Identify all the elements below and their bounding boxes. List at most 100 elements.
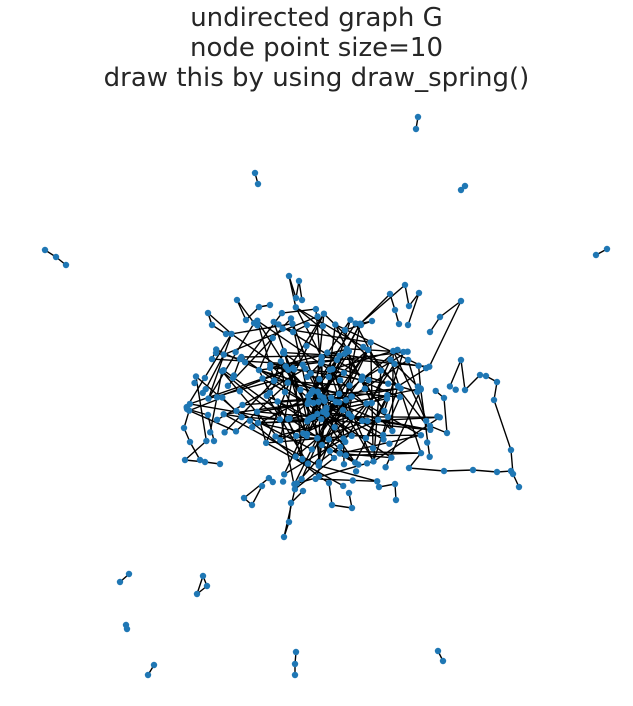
graph-node [443,429,451,437]
graph-edge [316,376,363,439]
graph-node [347,316,354,323]
graph-edge [279,369,295,441]
graph-node [263,392,270,399]
graph-node [369,445,377,452]
graph-node [299,455,306,463]
graph-node [357,321,365,329]
graph-node [269,334,276,342]
graph-node [203,437,210,445]
graph-node [298,296,306,304]
graph-node [41,246,49,254]
graph-edge [407,292,420,326]
graph-node [285,272,293,280]
graph-edge [235,382,289,432]
graph-node [291,366,298,373]
graph-node [292,294,300,302]
graph-node [304,418,311,425]
graph-node [213,416,221,423]
graph-edge [359,284,406,325]
graph-edge [281,308,316,314]
graph-edge [315,478,378,482]
graph-node [340,435,347,442]
graph-node [359,417,366,425]
graph-node [363,400,370,407]
graph-edge [282,327,371,344]
graph-node [292,304,299,311]
graph-node [415,289,423,297]
graph-edge [207,333,233,399]
graph-node [417,432,425,439]
graph-node [287,315,295,322]
graph-node [360,343,367,351]
graph-node [337,377,344,384]
graph-node [248,501,256,509]
graph-node [452,386,459,393]
graph-edge [392,350,427,422]
graph-node [240,494,248,502]
graph-node [507,467,515,475]
graph-node [299,487,307,495]
graph-node [191,379,198,387]
graph-node [255,303,263,311]
graph-node [426,453,433,460]
graph-node [412,125,420,133]
graph-node [401,281,409,289]
graph-edge [382,396,401,436]
graph-node [213,394,221,401]
graph-edge [215,348,289,384]
graph-node [374,416,382,423]
graph-node [298,475,305,483]
graph-node [284,379,291,386]
graph-node [315,462,322,469]
graph-node [364,417,371,425]
graph-node [304,460,312,467]
graph-node [426,363,433,370]
graph-node [326,447,334,455]
graph-node [201,374,209,382]
graph-node [308,446,316,453]
graph-edge [277,400,308,422]
graph-node [391,360,398,367]
graph-edge [276,401,296,490]
graph-edge [493,399,512,451]
graph-node [326,366,333,374]
graph-node [291,486,299,493]
graph-node [335,390,343,397]
graph-node [289,328,297,336]
graph-node [293,432,300,439]
graph-node [228,330,235,338]
graph-node [251,169,259,177]
graph-node [333,356,341,364]
graph-node [236,388,243,395]
graph-node [236,355,244,363]
graph-edge [307,403,336,428]
graph-node [276,416,284,423]
graph-node [342,397,350,404]
graph-edge [338,319,352,356]
graph-node [337,443,344,451]
graph-node [404,321,412,329]
graph-node [262,439,270,447]
graph-edge [428,300,462,368]
graph-node [220,367,227,374]
graph-node [405,302,413,310]
graph-node [319,322,327,330]
graph-node [414,383,422,390]
graph-node [295,277,303,285]
graph-edge [251,485,263,506]
graph-node [221,429,228,436]
graph-node [312,305,320,313]
graph-node [424,439,431,446]
graph-node [349,477,356,484]
graph-node [193,590,201,598]
graph-edge [243,477,270,499]
graph-edge [273,321,285,352]
graph-edge [209,371,223,433]
graph-edge [326,399,347,415]
graph-node [414,388,421,395]
graph-node [446,383,454,390]
graph-node [204,309,212,317]
graph-node [278,309,286,317]
graph-edge [258,337,274,371]
